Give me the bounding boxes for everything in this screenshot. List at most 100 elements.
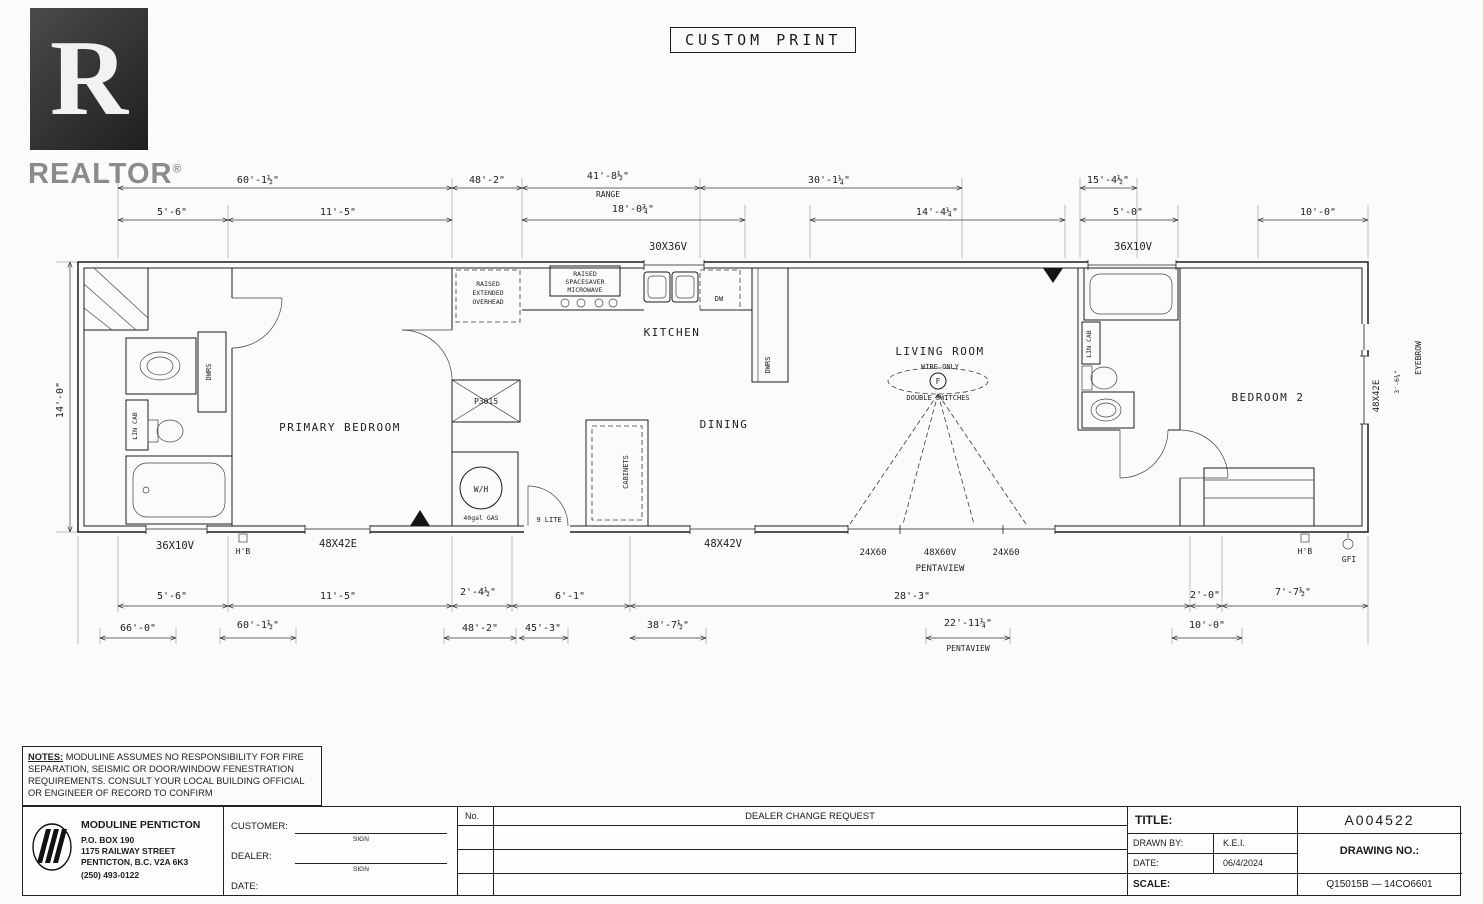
symbols [238,268,1354,550]
dim-label: 10'-0" [1189,620,1225,631]
realtor-wordmark: REALTOR® [28,158,198,191]
dealer-label: DEALER: [231,851,272,862]
dim-label: 6'-1" [555,591,585,602]
annotation-cabinets: CABINETS [622,455,630,489]
labels: 60'-1½" 48'-2" 41'-8½" RANGE 30'-1¼" 15'… [55,170,1423,653]
sink-2 [1090,398,1122,422]
bath2-fixtures [1081,267,1179,429]
window-label: 48X42E [319,538,357,550]
match-marker-down [1043,268,1063,283]
hose-bib-symbol-2 [1300,533,1310,543]
room-label-primary-bedroom: PRIMARY BEDROOM [279,421,401,434]
doors [231,297,1229,534]
room-label-kitchen: KITCHEN [644,326,701,339]
dim-label: 7'-7½" [1275,586,1311,598]
toilet-tank-2 [1081,365,1093,391]
company-address-1: P.O. BOX 190 [81,835,135,845]
window-label: 36X10V [156,540,195,552]
dim-label: 18'-0¾" [612,203,654,215]
dim-label: 22'-11¼" [944,617,992,629]
tb-date-label: DATE: [1133,858,1159,868]
dim-label: 5'-6" [157,207,187,218]
toilet-tank-1 [147,419,159,443]
realtor-name: REALTOR [28,158,173,190]
dim-label: 10'-0" [1300,207,1336,218]
bathtub-2 [1083,267,1179,321]
bathtub-1 [125,455,233,525]
window-label: 48X42E [1372,380,1382,413]
annotation: RAISED [476,280,500,288]
row-line [457,825,1127,826]
dim-label: 48'-2" [469,175,505,186]
row-line [1127,853,1297,854]
divider [1213,833,1214,873]
dim-label: 30'-1¼" [808,174,850,186]
drawing-no-value: Q15015B — 14CO6601 [1326,879,1433,890]
water-heater [459,466,503,510]
microwave-box [549,265,621,297]
annotation: MICROWAVE [567,286,602,294]
annotation-gas: 40gal GAS [463,514,498,522]
divider [457,807,458,895]
drawn-by-label: DRAWN BY: [1133,838,1184,848]
annotation-water-heater: W/H [474,485,489,494]
room-label-dining: DINING [700,418,749,431]
dim-label: 60'-1½" [237,619,279,631]
kitchen-fixtures [451,265,789,527]
dim-label: 45'-3" [525,623,561,634]
gfi-label: GFI [1342,555,1357,564]
dim-label: 15'-4½" [1087,174,1129,186]
window-label: 48X60V [924,548,957,558]
divider [1297,807,1298,895]
dim-label-height: 14'-0" [55,382,66,418]
moduline-logo [32,823,72,871]
sink-1 [139,351,181,381]
dim-label: 38'-7½" [647,619,689,631]
dealer-signature-line[interactable] [295,863,447,864]
window-label-pentaview: PENTAVIEW [916,564,965,574]
dim-label: 14'-4¼" [916,206,958,218]
raised-overhead-cabinet [455,269,521,323]
registered-mark: ® [172,161,183,176]
no-column-header: No. [465,811,480,821]
notes-label: NOTES: [28,752,64,762]
annotation-9-lite: 9 LITE [536,516,561,524]
window-label: 48X42V [704,538,743,550]
dim-label: 2'-4½" [460,586,496,598]
annotation: RAISED [573,270,597,278]
dim-label: 5'-6" [157,591,187,602]
sheet-title: CUSTOM PRINT [670,27,857,53]
row-line [457,873,1127,874]
fan-symbol [929,372,947,390]
dim-label: 5'-0" [1113,207,1143,218]
drawers-cabinet-1 [197,331,227,413]
hose-bib-label: H'B [1298,547,1313,556]
customer-signature-line[interactable] [295,833,447,834]
title-value: A004522 [1344,812,1415,828]
company-phone: (250) 493-0122 [81,870,140,880]
kitchen-peninsula [751,267,789,383]
bedroom2-closet [1203,467,1315,527]
company-address-2: 1175 RAILWAY STREET [81,846,176,856]
divider [223,807,224,895]
divider [493,807,494,895]
title-block: MODULINE PENTICTON P.O. BOX 190 1175 RAI… [22,806,1462,896]
bath1-fixtures [125,331,233,525]
window-label: 24X60 [859,548,886,558]
annotation-drawers: DWRS [205,364,213,381]
match-marker-up [410,510,430,526]
living-electrical [849,367,1027,525]
dim-label: 2'-0" [1190,590,1220,601]
sign-hint-1: SIGN [353,836,369,843]
dim-label: 48'-2" [462,623,498,634]
dim-label: 11'-5" [320,207,356,218]
date-label: DATE: [231,881,259,892]
sign-hint-2: SIGN [353,866,369,873]
realtor-logo: R REALTOR® [28,8,198,191]
dining-cabinets [585,419,649,527]
fan-letter: F [936,377,941,386]
window-label: 36X10V [1114,241,1153,253]
annotation-drawers: DWRS [764,357,772,374]
divider [1127,807,1128,895]
